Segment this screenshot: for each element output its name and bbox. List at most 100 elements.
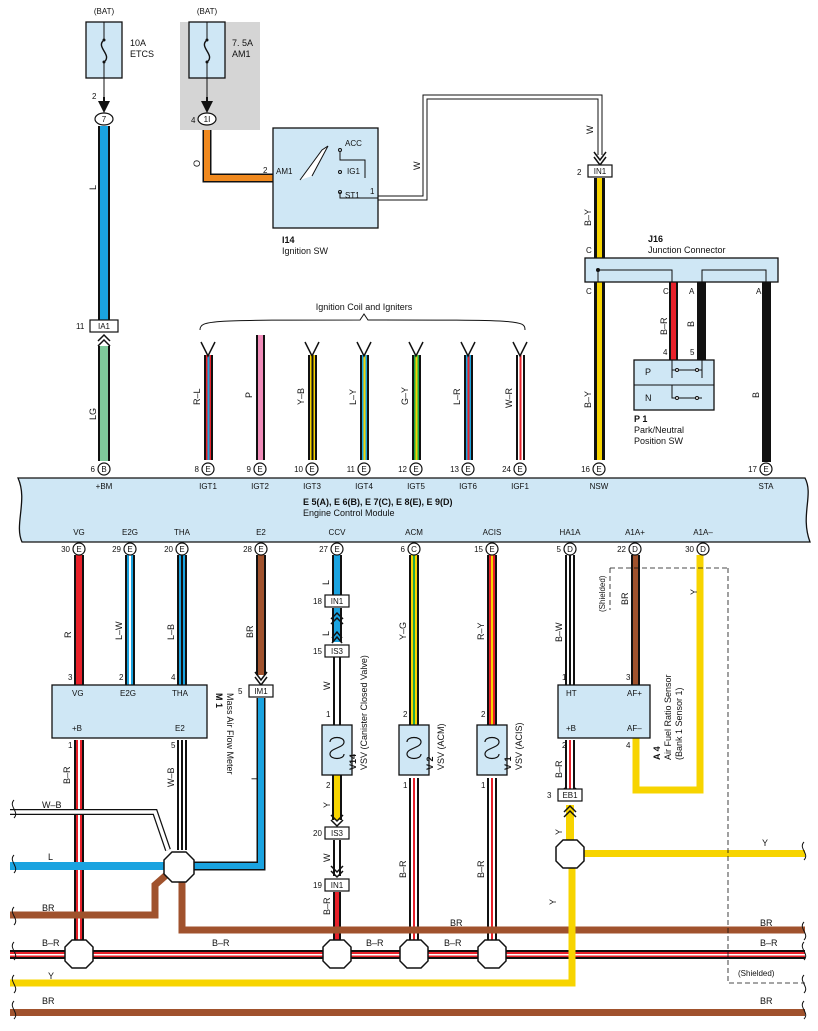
ecm-bottom-pin-1: 29 bbox=[112, 545, 121, 554]
ecm-bottom-conn-letter-0: E bbox=[76, 545, 81, 554]
ecm-bottom-conn-5 bbox=[407, 542, 421, 556]
ecm-bottom-conn-4 bbox=[330, 542, 344, 556]
wire-b-p1 bbox=[697, 282, 706, 360]
ecm-bottom-name-8: A1A+ bbox=[625, 528, 645, 537]
ecm-bottom-name-2: THA bbox=[174, 528, 191, 537]
p1-pin5: 5 bbox=[690, 348, 695, 357]
bus-breaks bbox=[11, 799, 807, 1020]
coil-icon bbox=[406, 736, 422, 760]
ecm-bottom-pin-6: 15 bbox=[474, 545, 483, 554]
connector-im1: IM1 5 bbox=[238, 671, 274, 698]
vsv-canister: 1 2 V14 VSV (Canister Closed Valve) bbox=[321, 655, 369, 790]
ecm-top-name-1: IGT1 bbox=[199, 482, 217, 491]
ecm-top-conn-letter-5: E bbox=[413, 465, 418, 474]
ign-name: Ignition SW bbox=[282, 246, 329, 256]
ecm-bottom-conn-1 bbox=[123, 542, 137, 556]
bus-l: L bbox=[48, 852, 53, 862]
wire-label-b-right: B bbox=[751, 392, 761, 398]
ecm-bottom-conn-letter-9: D bbox=[700, 545, 706, 554]
ecm-top-name-2: IGT2 bbox=[251, 482, 269, 491]
coil-wire-4: L–Y bbox=[348, 389, 358, 405]
v2-id: V 2 bbox=[425, 756, 435, 770]
ecm-top-pin-0: 6 bbox=[91, 465, 96, 474]
ecm-top-conn-3 bbox=[305, 462, 319, 476]
is3a-label: IS3 bbox=[331, 647, 344, 656]
wire-label-l2: L bbox=[321, 631, 331, 636]
ecm-top-pin-1: 8 bbox=[195, 465, 200, 474]
maf-t-vg: VG bbox=[72, 689, 84, 698]
wire-label-b-p1: B bbox=[686, 321, 696, 327]
is3b-label: IS3 bbox=[331, 829, 344, 838]
bus-br1c: BR bbox=[760, 918, 773, 928]
vsv-acm: 2 1 V 2 VSV (ACM) bbox=[398, 710, 446, 790]
mass-air-flow-meter: 3 2 4 VG E2G THA +B E2 1 5 M 1 Mass Air … bbox=[51, 673, 235, 775]
wire-w-ignition bbox=[378, 94, 603, 201]
in1-top-label: IN1 bbox=[594, 167, 607, 176]
fuse-icon bbox=[203, 39, 211, 63]
in1b-pin: 19 bbox=[313, 881, 322, 890]
j16-a2: A bbox=[756, 287, 762, 296]
splice-af bbox=[555, 839, 585, 869]
af-wire-br: B–R bbox=[554, 760, 564, 778]
ignition-switch: 2 AM1 ACC IG1 ST1 1 I14 Ignition SW bbox=[263, 127, 379, 256]
ignition-coils: Ignition Coil and Igniters R–L P Y–B L–Y… bbox=[192, 302, 528, 408]
ecm-bottom-pin-5: 6 bbox=[401, 545, 406, 554]
v2-wire-br: B–R bbox=[398, 860, 408, 878]
connector-in1-a: IN1 18 bbox=[313, 594, 350, 625]
ecm-bottom-conn-3 bbox=[254, 542, 268, 556]
ecm-bottom-terminals: E30VGE29E2GE20THAE28E2E27CCVC6ACME15ACIS… bbox=[61, 528, 713, 556]
ecm-bottom-name-5: ACM bbox=[405, 528, 423, 537]
ecm-bottom-conn-letter-1: E bbox=[127, 545, 132, 554]
coil-wire-5: G–Y bbox=[400, 387, 410, 405]
ecm-top-conn-6 bbox=[461, 462, 475, 476]
ecm-top-conn-7 bbox=[513, 462, 527, 476]
wire-label-yg: Y–G bbox=[398, 622, 408, 640]
ecm-top-conn-letter-4: E bbox=[361, 465, 366, 474]
bus-wb: W–B bbox=[42, 800, 62, 810]
bus-br2a: B–R bbox=[42, 938, 60, 948]
bus-br2e: B–R bbox=[760, 938, 778, 948]
ecm-bottom-conn-2 bbox=[175, 542, 189, 556]
ecm-top-name-0: +BM bbox=[96, 482, 113, 491]
bus-br2c: B–R bbox=[366, 938, 384, 948]
wire-label-by1: B–Y bbox=[583, 209, 593, 226]
ecm-top-name-8: NSW bbox=[590, 482, 609, 491]
wire-label-by2: B–Y bbox=[583, 391, 593, 408]
coil-wire-3: Y–B bbox=[296, 388, 306, 405]
maf-wire-wb: W–B bbox=[166, 767, 176, 787]
bus-y2: Y bbox=[548, 899, 558, 905]
af-b: +B bbox=[566, 724, 576, 733]
fuse-icon bbox=[100, 39, 108, 63]
v14-wire-w: W bbox=[322, 681, 332, 690]
maf-name: Mass Air Flow Meter bbox=[225, 693, 235, 775]
ecm-bottom-conn-7 bbox=[563, 542, 577, 556]
wire-label-l: L bbox=[88, 185, 98, 190]
wire-label-w1: W bbox=[412, 161, 422, 170]
lower-wires bbox=[74, 555, 704, 950]
ecm-bottom-name-4: CCV bbox=[329, 528, 347, 537]
af-p2: 2 bbox=[562, 741, 567, 750]
coil-wire-6: L–R bbox=[452, 388, 462, 405]
ecm-top-conn-letter-1: E bbox=[205, 465, 210, 474]
ia1-pin: 11 bbox=[76, 322, 85, 331]
in1a-pin: 18 bbox=[313, 597, 322, 606]
bus-br3b: BR bbox=[760, 996, 773, 1006]
p1-pin4: 4 bbox=[663, 348, 668, 357]
af-p3: 3 bbox=[626, 673, 631, 682]
af-id: A 4 bbox=[652, 746, 662, 760]
maf-t-tha: THA bbox=[172, 689, 189, 698]
ign-term-acc: ACC bbox=[345, 139, 362, 148]
fuse2-name: AM1 bbox=[232, 49, 251, 59]
ecm-bottom-name-0: VG bbox=[73, 528, 85, 537]
ecm-top-conn-letter-7: E bbox=[517, 465, 522, 474]
connector-is3-a: IS3 15 bbox=[313, 644, 350, 658]
ecm-top-conn-8 bbox=[592, 462, 606, 476]
ecm-top-pin-4: 11 bbox=[347, 465, 356, 474]
fuse1-pin: 2 bbox=[92, 92, 97, 101]
maf-p4: 4 bbox=[171, 673, 176, 682]
v2-p1: 1 bbox=[403, 781, 408, 790]
eb1-pin: 3 bbox=[547, 791, 552, 800]
ecm-top-name-4: IGT4 bbox=[355, 482, 373, 491]
coil-wires bbox=[204, 335, 525, 460]
ecm-title: E 5(A), E 6(B), E 7(C), E 8(E), E 9(D) bbox=[303, 497, 453, 507]
